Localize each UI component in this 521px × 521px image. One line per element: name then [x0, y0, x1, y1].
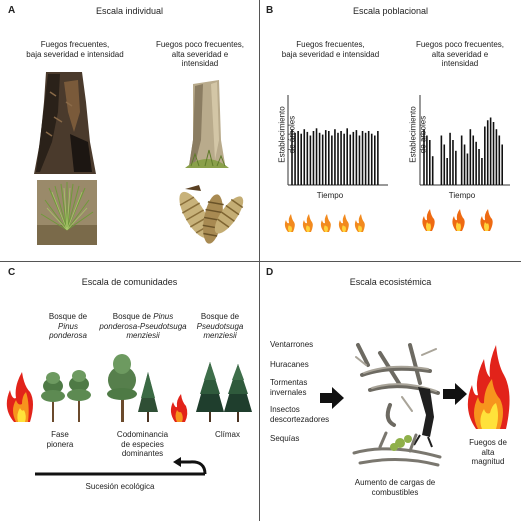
fire-icon — [302, 214, 313, 232]
fire-icon — [452, 209, 465, 231]
panel-a-right-heading: Fuegos poco frecuentes, alta severidad e… — [155, 40, 245, 68]
fire-icon — [320, 214, 331, 232]
succession-arrow — [35, 457, 207, 476]
tree-stump-image — [185, 80, 229, 168]
disturbance-huracanes: Huracanes — [270, 360, 309, 369]
grass-seedling-image — [37, 180, 97, 245]
ponderosa-pine-icon — [67, 370, 91, 422]
panel-c-letter: C — [8, 267, 16, 278]
panel-b-letter: B — [266, 5, 274, 16]
small-fire-icon — [170, 394, 188, 422]
panel-d-letter: D — [266, 267, 274, 278]
fire-icon — [422, 209, 435, 231]
panel-d-title: Escala ecosistémica — [349, 277, 432, 287]
panel-b-right-heading: Fuegos poco frecuentes, alta severidad e… — [415, 40, 505, 68]
fire-icon — [480, 209, 493, 231]
stage2-label: Codominancia de especies dominantes — [116, 430, 169, 458]
large-fire-icon — [6, 372, 34, 422]
fire-icon — [284, 214, 295, 232]
panel-b-right-xlabel: Tiempo — [448, 191, 476, 200]
panel-c-title: Escala de comunidades — [81, 277, 178, 287]
forest2-label: Bosque de Pinus ponderosa-Pseudotsuga me… — [99, 312, 187, 340]
ponderosa-pine-icon — [107, 354, 137, 422]
panel-b-small-fires — [284, 214, 365, 232]
panel-a-letter: A — [8, 5, 16, 16]
high-magnitude-fire-icon — [467, 345, 510, 429]
disturbance-sequias: Sequías — [270, 434, 300, 443]
forest1-label: Bosque de Pinus ponderosa — [48, 312, 88, 340]
disturbance-insectos: Insectos descortezadores — [270, 405, 330, 424]
ponderosa-pine-icon — [41, 372, 65, 422]
panel-a-left-heading: Fuegos frecuentes, baja severidad e inte… — [26, 40, 124, 59]
disturbance-ventarrones: Ventarrones — [270, 340, 314, 349]
panel-b-right-chart — [419, 95, 510, 186]
pine-cones-image — [179, 185, 244, 244]
fire-icon — [338, 214, 349, 232]
vertical-divider — [259, 0, 260, 521]
stage3-label: Clímax — [215, 430, 240, 439]
right-arrow-icon — [443, 383, 467, 405]
fuel-load-caption: Aumento de cargas de combustibles — [354, 478, 436, 497]
charred-pine-trunk-image — [34, 72, 96, 174]
succession-label: Sucesión ecológica — [85, 482, 155, 491]
disturbance-tormentas: Tormentas invernales — [270, 378, 308, 397]
panel-b-left-chart — [287, 95, 388, 186]
forest3-label: Bosque de Pseudotsuga menziesii — [196, 312, 244, 340]
high-magnitude-fire-caption: Fuegos de alta magnitud — [469, 438, 507, 466]
horizontal-divider — [0, 261, 521, 262]
panel-b-left-heading: Fuegos frecuentes, baja severidad e inte… — [281, 40, 380, 59]
douglas-fir-icon — [224, 364, 252, 422]
succession-illustration — [6, 354, 252, 422]
fallen-wood-debris-image — [352, 343, 442, 467]
fire-icon — [354, 214, 365, 232]
right-arrow-icon — [320, 387, 344, 409]
douglas-fir-icon — [196, 362, 224, 422]
panel-a-title: Escala individual — [95, 6, 164, 16]
stage1-label: Fase pionera — [46, 430, 74, 449]
panel-b-large-fires — [422, 209, 493, 231]
panel-b-left-xlabel: Tiempo — [316, 191, 344, 200]
panel-b-title: Escala poblacional — [352, 6, 429, 16]
douglas-fir-icon — [138, 372, 158, 422]
